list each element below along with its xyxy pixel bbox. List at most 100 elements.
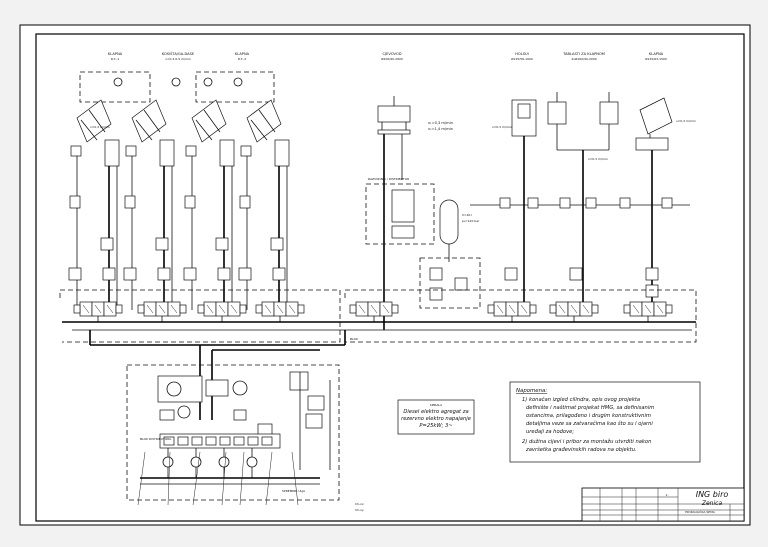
cylinder-body: [191, 99, 227, 143]
col-sub-7: Ø125/63-1500: [645, 56, 667, 61]
svg-text:Ch-xx: Ch-xx: [355, 502, 364, 506]
twin-cylinders: v=0,3 m/min: [547, 92, 619, 310]
pressure-valve: [68, 267, 82, 281]
piston-v2-label: v₂=1,4 m/min: [428, 127, 453, 131]
sheet-border-inner: [35, 33, 745, 522]
col-title-6: TABLASTI ZA KLAPNOM: [562, 52, 605, 56]
distributor-block: RAZVODNIK / DISTRIBUTOR: [365, 177, 435, 245]
col-sub-4: Ø200/90-2600: [381, 56, 403, 61]
notes-line-3: ostancima, prilagođeno i drugim konstruk…: [526, 413, 651, 419]
piston-v1-label: v₁=0,3 m/min: [428, 121, 453, 125]
pipeline-cylinder: v₁=0,3 m/min v₂=1,4 m/min: [377, 96, 453, 330]
pressure-valve: [238, 267, 252, 281]
manifold-cell: [177, 436, 189, 446]
manifold-cell: [205, 436, 217, 446]
gauge-3: [203, 77, 213, 87]
notes-line-1: 1) konačan izgled cilindra, opis ovog pr…: [522, 396, 640, 403]
accum-volume-label: V=40 l: [462, 213, 472, 217]
valve-stack: [274, 139, 290, 167]
accum-pressure-label: p₀=120 bar: [462, 219, 480, 223]
title-block: ING biro Zenica 1: HIDRAULIČKA ŠEMA: [581, 487, 745, 522]
column-headers: KLAPNA R.T.-1 KOSIŠTA/GA-DASE v=0,3-0,5 …: [108, 51, 667, 61]
diesel-box-line-2: rezervno elektro napajanje: [401, 416, 471, 422]
speed-label-3: v=0,3 m/min: [492, 125, 512, 129]
block-label: BLOK: [350, 337, 359, 341]
notes-line-4: detaljima veze sa zatvaračima kao što su…: [526, 420, 653, 427]
cylinder-assembly-3: [183, 99, 235, 310]
left-bank-frame: [59, 289, 341, 343]
manifold-cell: [219, 436, 231, 446]
gate-2-frame: [195, 71, 275, 103]
valve-stack: [159, 139, 175, 167]
directional-valve-6: [487, 301, 537, 322]
valve-stack: [104, 139, 120, 167]
right-bank-frame: [344, 289, 697, 343]
company-name: ING biro: [696, 490, 729, 499]
cylinder-body: [246, 99, 282, 143]
svg-text:Ch-xy: Ch-xy: [355, 508, 364, 512]
power-unit-frame: [126, 364, 340, 501]
col-sub-6: 2xØ160/90-2000: [571, 56, 596, 61]
throttle-valve: [184, 195, 196, 209]
cylinder-assembly-1: [68, 99, 120, 310]
diesel-box-line-3: P=25kW; 3~: [419, 423, 452, 429]
notes-line-6: 2) dužina cijevi i pribor za montažu utv…: [522, 438, 651, 445]
scale-value: 1:: [666, 493, 669, 497]
diesel-box-title: SPIRALA: [430, 403, 443, 407]
gauge-4: [233, 77, 243, 87]
diesel-generator-box: SPIRALA Diesel elektro agregat za rezerv…: [397, 399, 475, 435]
cylinder-assembly-2: [123, 99, 175, 310]
drawing-description: HIDRAULIČKA ŠEMA: [685, 509, 716, 514]
notes-line-5: uređaji za hodove;: [526, 429, 574, 435]
manifold-cell: [233, 436, 245, 446]
left-cylinder-assemblies: v=0,3 m/min: [68, 77, 290, 310]
holsui-cylinder: v=0,3 m/min: [492, 99, 537, 310]
right-valve-row: [470, 197, 690, 209]
speed-label-2: v=0,3 m/min: [676, 119, 696, 123]
pressure-valve: [123, 267, 137, 281]
directional-valve-2: [137, 301, 187, 322]
throttle-valve: [69, 195, 81, 209]
tank-label: SPREMNIK ULJA: [282, 489, 306, 493]
diesel-box-line-1: Diesel elektro agregat za: [403, 409, 468, 415]
col-title-2: KOSIŠTA/GA-DASE: [162, 51, 195, 56]
gauge-1: [113, 77, 123, 87]
company-city: Zenica: [701, 500, 723, 507]
right-lower-modules: [419, 257, 659, 309]
throttle-valve: [124, 195, 136, 209]
cylinder-assembly-4: [238, 99, 290, 310]
pump-manifold: [159, 433, 281, 478]
col-sub-1: R.T.-1: [111, 57, 119, 61]
speed-label-4: v=0,3 m/min: [588, 157, 608, 161]
manifold-cell: [261, 436, 273, 446]
col-sub-5: Ø125/56-1600: [511, 56, 533, 61]
col-title-1: KLAPNA: [108, 52, 123, 56]
notes-line-2: definište i naštimat projekat HMG, sa de…: [526, 404, 654, 411]
cylinder-body: [76, 99, 112, 143]
manifold-cell: [163, 436, 175, 446]
directional-valve-8: [623, 301, 673, 322]
gauge-2: [171, 77, 181, 87]
right-gate-cylinder: v=0,3 m/min: [635, 97, 696, 310]
accumulator: V=40 l p₀=120 bar: [439, 199, 480, 262]
bottom-callouts: [137, 451, 299, 506]
directional-valve-4: [255, 301, 305, 322]
col-title-4: CJEVOVOD: [383, 52, 402, 56]
col-sub-2: v=0,3-0,5 m/min: [165, 57, 191, 61]
directional-valve-1: [73, 301, 123, 322]
valve-stack: [219, 139, 235, 167]
valve-bank: [73, 301, 673, 322]
manifold-cell: [191, 436, 203, 446]
power-unit: [157, 371, 331, 470]
col-title-7: KLAPNA: [649, 52, 664, 56]
speed-label-1: v=0,3 m/min: [90, 125, 110, 129]
manifold-cell: [247, 436, 259, 446]
notes-title: Napomena:: [516, 388, 547, 394]
pressure-valve: [183, 267, 197, 281]
col-sub-3: R.T.-2: [238, 57, 246, 61]
distributor-label: RAZVODNIK / DISTRIBUTOR: [368, 177, 409, 181]
directional-valve-5: [349, 301, 399, 322]
col-title-5: HOLSUI: [515, 52, 529, 56]
